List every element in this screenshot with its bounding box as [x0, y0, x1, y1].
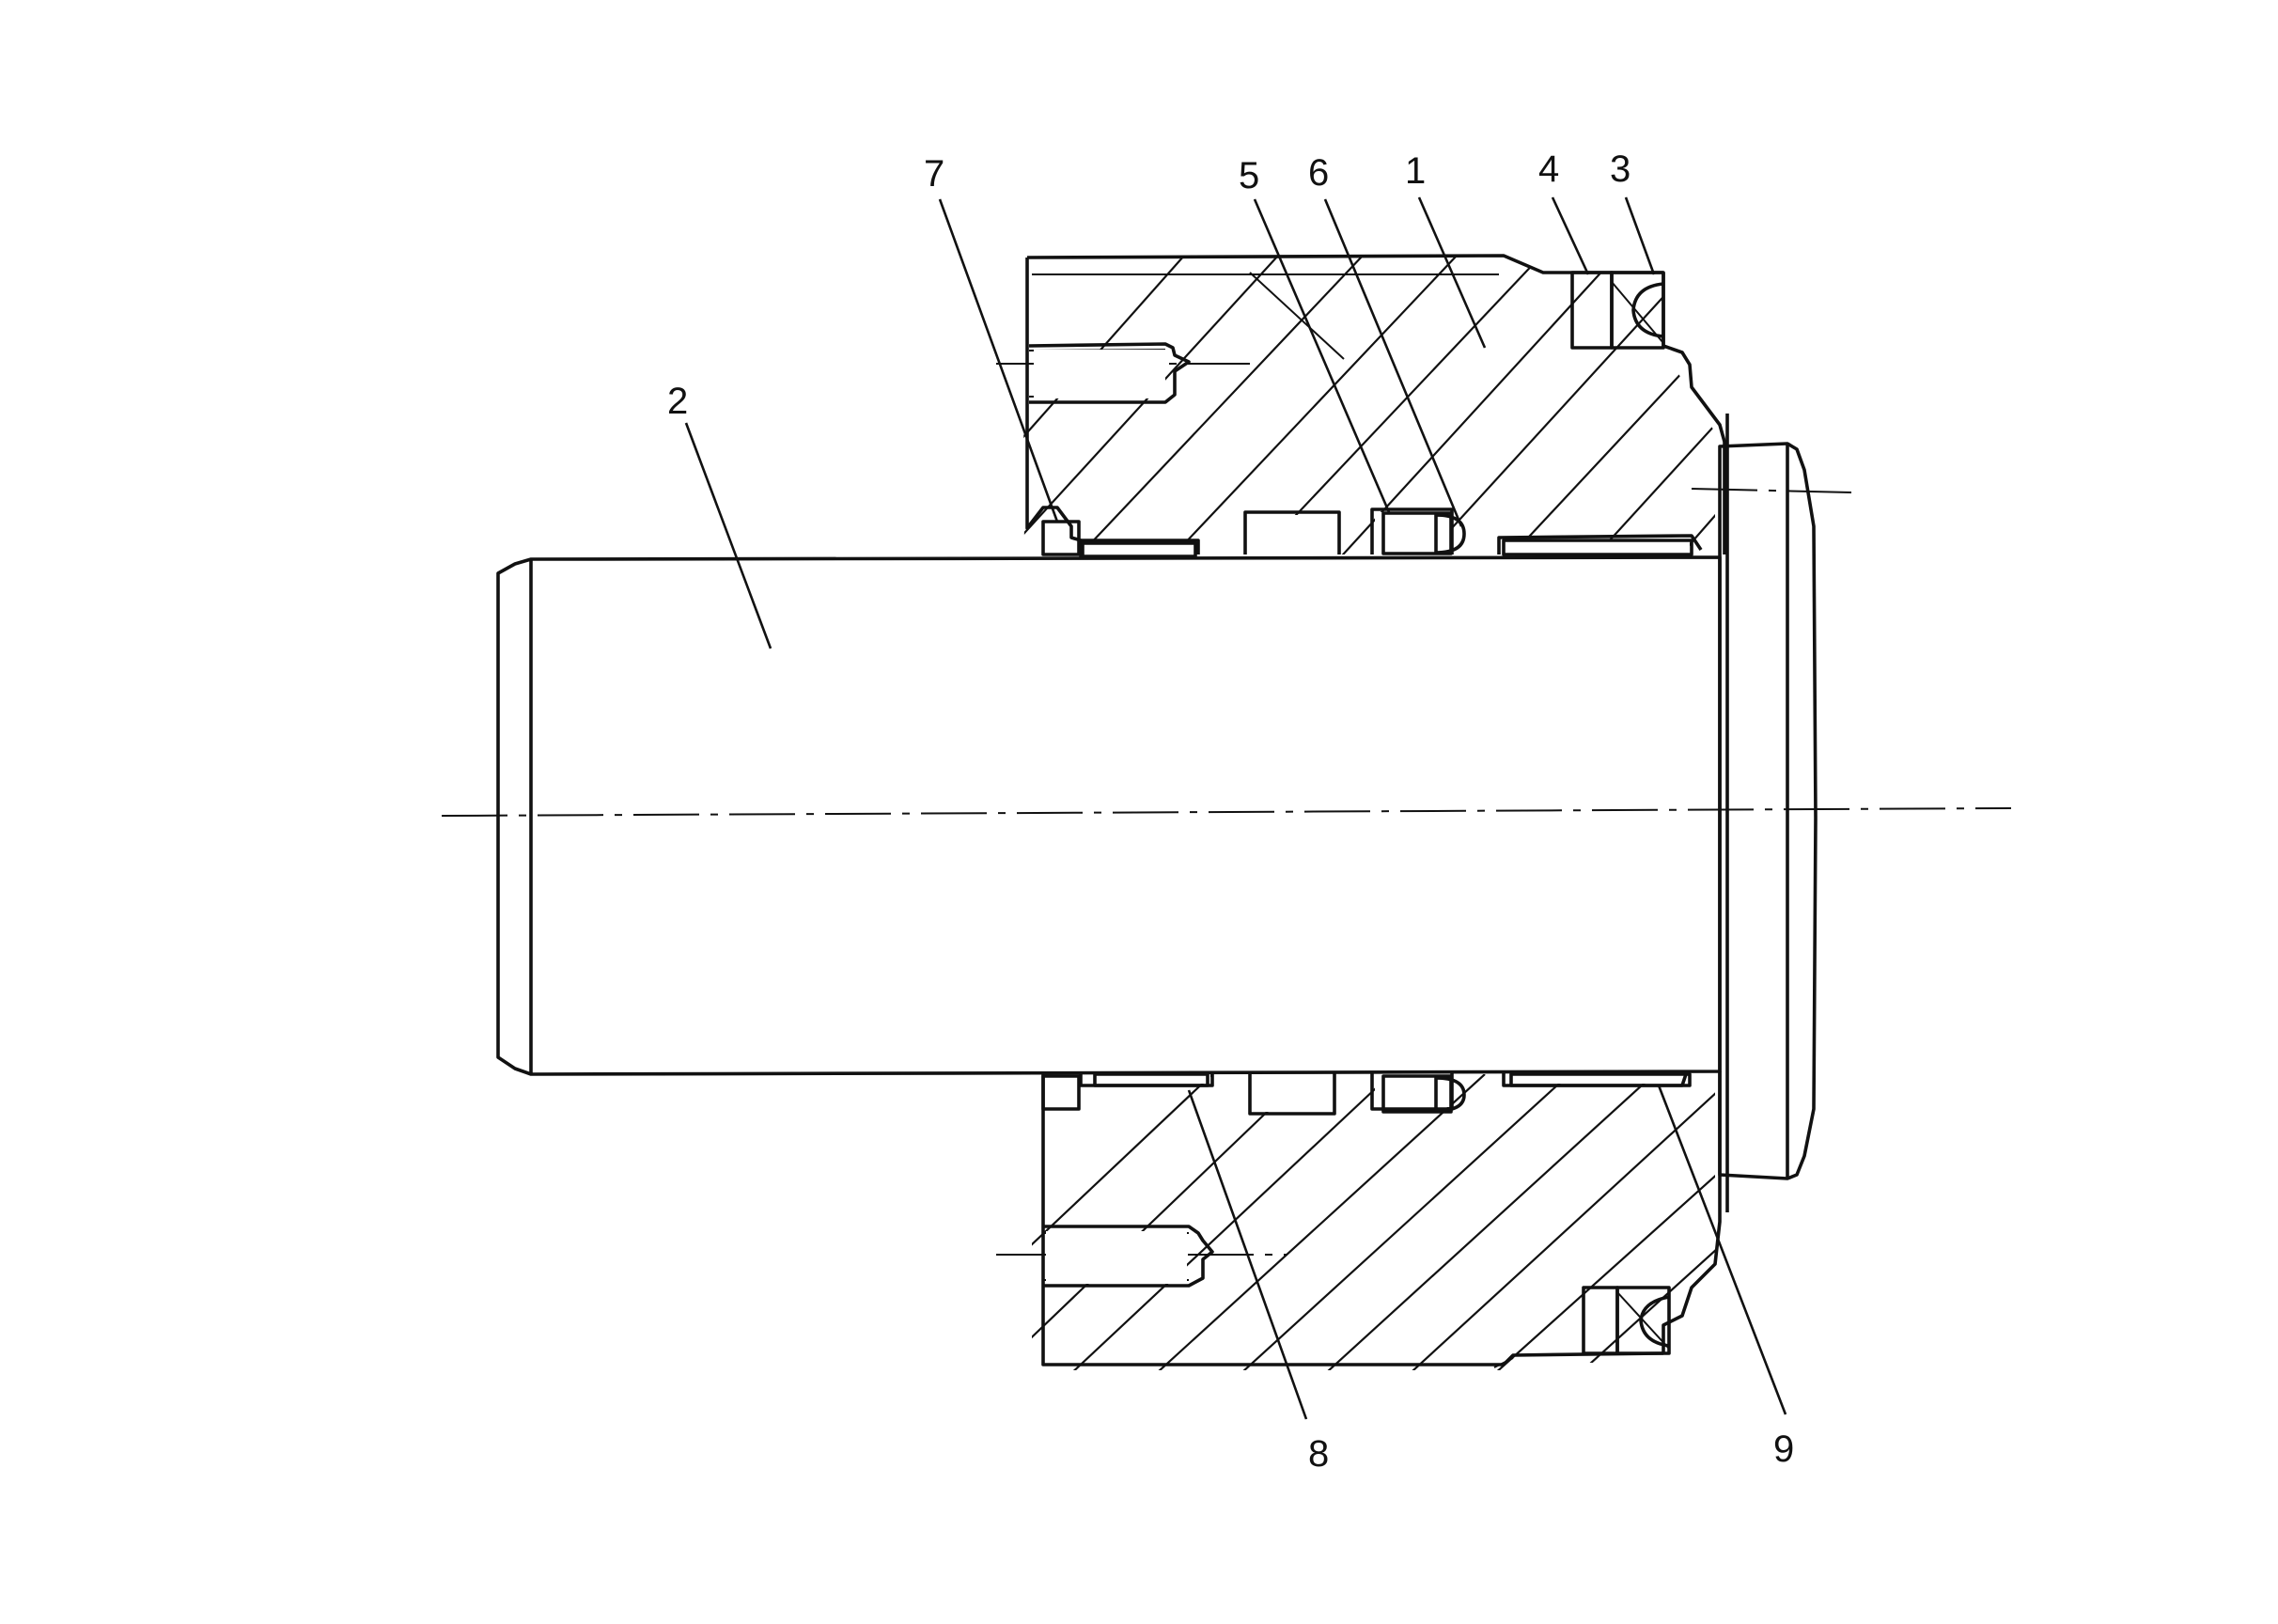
leader-9	[1657, 1085, 1787, 1415]
flange-axis	[1691, 488, 1852, 493]
leader-5	[1253, 198, 1391, 513]
leader-7	[938, 198, 1059, 523]
callout-4: 4	[1538, 148, 1559, 190]
callout-2: 2	[667, 381, 688, 422]
callout-3: 3	[1610, 148, 1630, 190]
callout-6: 6	[1308, 152, 1329, 194]
callout-1: 1	[1405, 150, 1426, 192]
shaft	[496, 555, 1722, 1076]
leader-1	[1417, 196, 1487, 349]
bush-right-top	[1502, 539, 1693, 556]
shaft-centerline	[441, 807, 2012, 817]
bush-left-top	[1081, 541, 1197, 558]
leader-lines	[684, 196, 1787, 1420]
leader-8	[1187, 1089, 1308, 1420]
leader-6	[1323, 198, 1463, 527]
callout-labels: 1 2 3 4 5 6 7 8 9	[667, 148, 1794, 1475]
housing-top	[1022, 254, 1726, 557]
callout-8: 8	[1308, 1433, 1329, 1475]
leader-3	[1624, 196, 1656, 275]
o-ring-seal	[1041, 520, 1081, 1111]
groove-seal	[1381, 511, 1466, 1114]
leader-2	[684, 422, 772, 649]
callout-5: 5	[1239, 155, 1259, 196]
bush-left-bottom	[1093, 1072, 1209, 1087]
shaft-flange	[1718, 414, 1818, 1212]
housing-bottom	[1032, 1070, 1722, 1370]
wiper-seal-top	[1570, 271, 1665, 350]
leader-4	[1551, 196, 1590, 275]
bush-right-bottom	[1509, 1072, 1692, 1087]
wiper-seal-bottom	[1582, 1286, 1671, 1355]
callout-9: 9	[1773, 1429, 1794, 1470]
callout-7: 7	[924, 153, 944, 195]
